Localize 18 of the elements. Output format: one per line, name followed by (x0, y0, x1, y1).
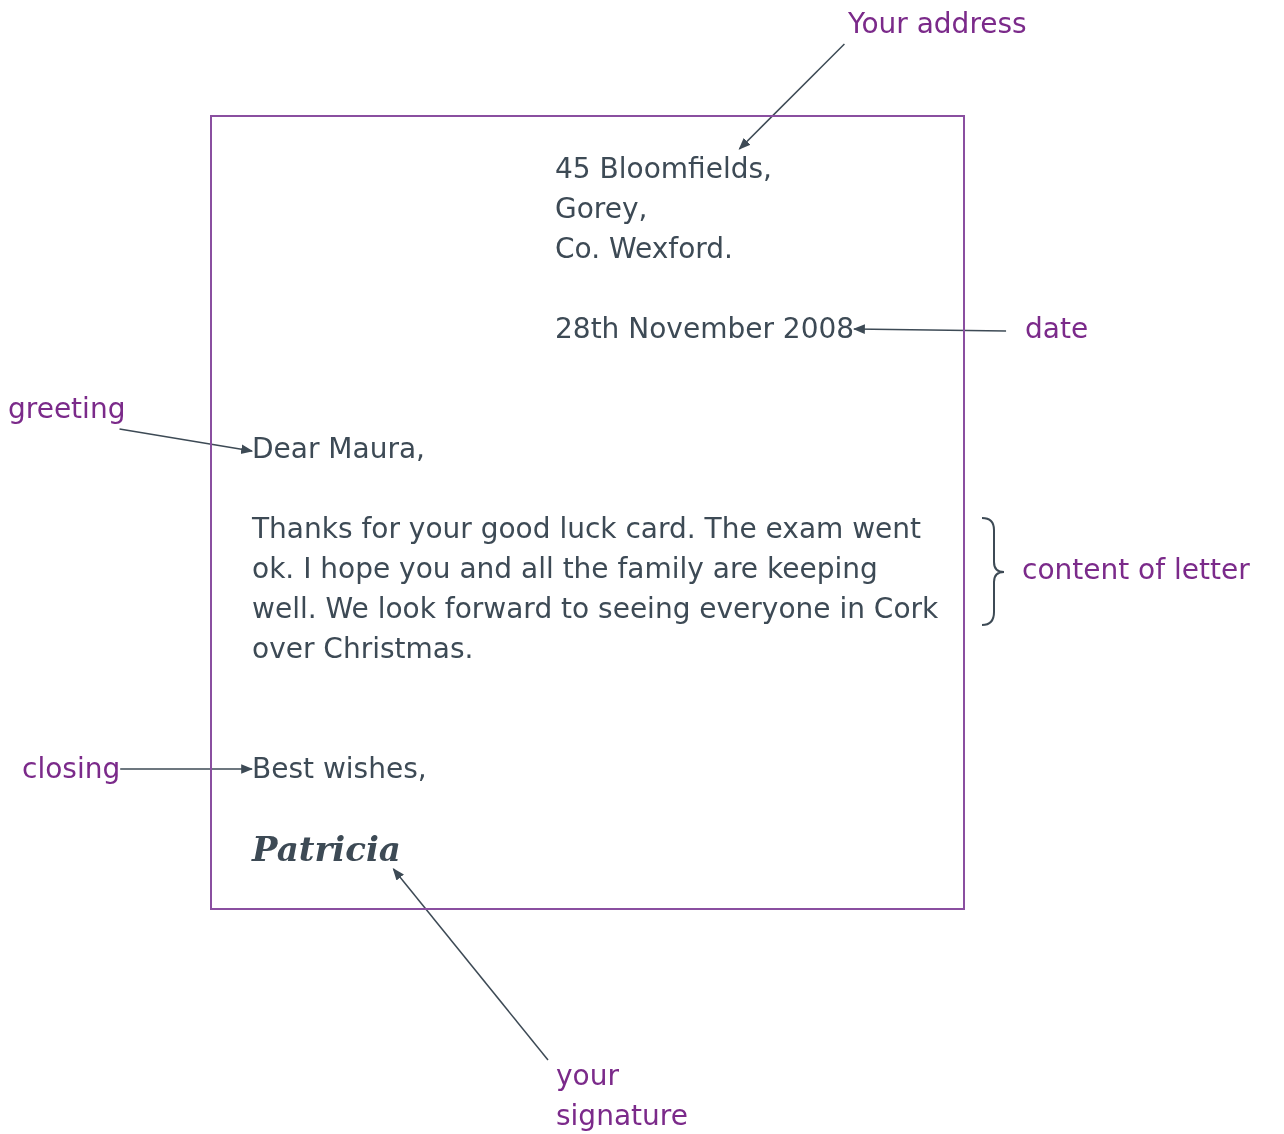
annotation-label: greeting (8, 389, 126, 429)
letter-border (210, 115, 965, 910)
annotation-label: date (1025, 309, 1089, 349)
leader-arrow (392, 868, 549, 1061)
leader-arrow (118, 428, 254, 454)
annotation-label: content of letter (1022, 552, 1250, 588)
closing-text: Best wishes, (252, 749, 427, 789)
date-text: 28th November 2008 (555, 309, 855, 349)
greeting-text: Dear Maura, (252, 429, 425, 469)
letter-body-text: Thanks for your good luck card. The exam went ok. I hope you and all the family are keeping well. We look forward to seeing everyone in Cork over Christmas. (252, 509, 942, 669)
leader-arrow (119, 764, 254, 774)
annotation-label: Your address (848, 4, 1027, 44)
address-text: 45 Bloomfields, Gorey, Co. Wexford. (555, 149, 772, 269)
leader-arrow (738, 43, 846, 150)
leader-arrow (852, 324, 1007, 334)
annotation-label: closing (22, 749, 121, 789)
annotation-label: your signature (556, 1056, 716, 1134)
signature-text: Patricia (252, 829, 401, 869)
